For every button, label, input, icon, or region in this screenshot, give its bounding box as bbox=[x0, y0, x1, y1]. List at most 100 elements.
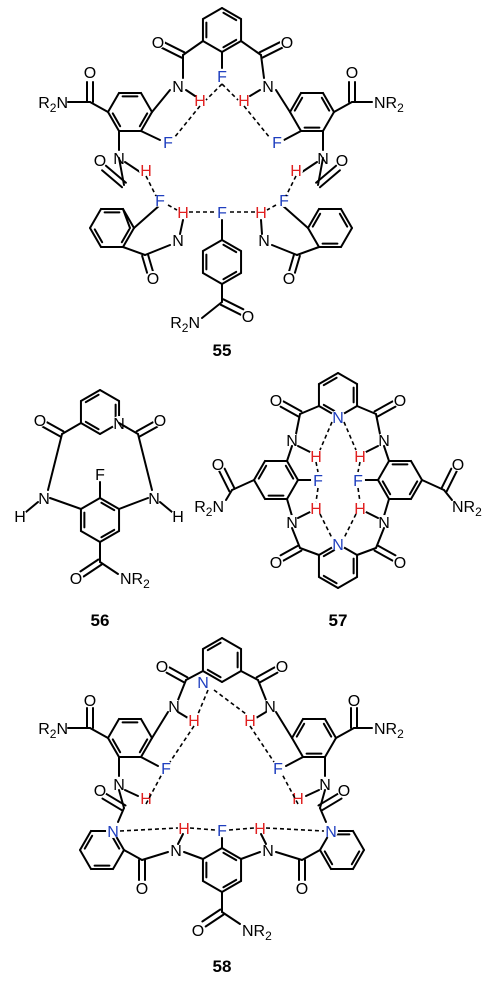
atom-mask bbox=[285, 433, 299, 447]
bond bbox=[377, 459, 390, 481]
bond bbox=[299, 547, 320, 556]
bond bbox=[317, 372, 339, 385]
bond bbox=[84, 393, 100, 404]
bond bbox=[231, 479, 255, 491]
atom-label: O bbox=[270, 393, 282, 410]
atom-mask bbox=[253, 821, 267, 835]
atom-label: N bbox=[38, 491, 50, 508]
atom-label: O bbox=[154, 413, 166, 430]
atom-label: O bbox=[242, 309, 254, 326]
bond bbox=[322, 574, 338, 585]
bond bbox=[201, 880, 223, 893]
bond bbox=[221, 7, 243, 20]
bond bbox=[124, 161, 141, 173]
bond bbox=[201, 272, 223, 285]
atom-mask bbox=[177, 821, 191, 835]
bond bbox=[293, 254, 301, 274]
hydrogen-bond bbox=[213, 689, 247, 715]
atom-label: H bbox=[172, 509, 184, 526]
atom-label: F bbox=[313, 473, 323, 490]
atom-label: N bbox=[113, 416, 125, 433]
bond bbox=[286, 445, 293, 462]
bond bbox=[159, 501, 173, 513]
bond bbox=[365, 445, 379, 453]
bond bbox=[271, 244, 298, 256]
bond bbox=[289, 111, 302, 133]
compound-56-label: 56 bbox=[91, 611, 110, 630]
bond bbox=[201, 670, 223, 683]
bond bbox=[301, 161, 318, 173]
atom-mask bbox=[13, 509, 27, 523]
bond bbox=[107, 717, 120, 739]
atom-label: N bbox=[378, 433, 390, 450]
atom-label: O bbox=[192, 923, 204, 940]
bond bbox=[319, 849, 332, 871]
bond bbox=[286, 479, 299, 501]
hydrogen-bond bbox=[315, 487, 319, 503]
bond bbox=[99, 561, 119, 575]
bond bbox=[253, 459, 266, 481]
bond bbox=[323, 850, 334, 866]
atom-mask bbox=[353, 449, 367, 463]
atom-label: N bbox=[332, 537, 344, 554]
bond bbox=[120, 228, 131, 244]
bond bbox=[146, 253, 154, 273]
bond bbox=[255, 666, 276, 679]
bond bbox=[260, 54, 265, 79]
bond bbox=[177, 679, 187, 701]
atom-label: F bbox=[217, 69, 227, 86]
bond bbox=[100, 501, 116, 512]
atom-label: O bbox=[296, 881, 308, 898]
bond bbox=[89, 207, 102, 229]
bond bbox=[222, 243, 238, 254]
hydrogen-bond bbox=[281, 773, 299, 805]
atom-mask bbox=[146, 271, 160, 285]
atom-label: N bbox=[319, 777, 331, 794]
bond bbox=[151, 711, 169, 739]
bond bbox=[260, 219, 263, 235]
compound-55-label: 55 bbox=[213, 341, 232, 360]
bond bbox=[141, 254, 149, 274]
bond bbox=[317, 576, 339, 589]
atom-mask bbox=[37, 491, 51, 505]
atom-mask bbox=[93, 153, 107, 167]
atom-mask bbox=[191, 923, 205, 937]
bond bbox=[104, 164, 127, 184]
atom-label: H bbox=[292, 791, 304, 808]
bond bbox=[337, 372, 359, 385]
bond bbox=[322, 722, 333, 738]
atom-mask bbox=[171, 233, 185, 247]
bond bbox=[165, 671, 186, 684]
atom-label: H bbox=[255, 205, 267, 222]
bond bbox=[25, 501, 39, 513]
bond bbox=[297, 511, 311, 519]
atom-label: F bbox=[273, 761, 283, 778]
atom-label: F bbox=[217, 205, 227, 222]
bond bbox=[179, 219, 184, 235]
bond bbox=[375, 413, 381, 435]
atom-mask bbox=[215, 823, 229, 837]
bond bbox=[373, 400, 394, 413]
atom-mask bbox=[176, 205, 190, 219]
bond bbox=[275, 711, 293, 739]
hydrogen-bond bbox=[315, 461, 319, 473]
atom-mask bbox=[159, 761, 173, 775]
atom-label: F bbox=[279, 193, 289, 210]
atom-mask bbox=[83, 65, 97, 79]
atom-label: O bbox=[348, 693, 360, 710]
bond bbox=[376, 544, 397, 557]
bond bbox=[222, 270, 238, 281]
bond bbox=[82, 563, 103, 578]
atom-mask bbox=[393, 555, 407, 569]
bond bbox=[324, 737, 337, 759]
bond bbox=[257, 679, 267, 701]
atom-label: H bbox=[310, 501, 322, 518]
atom-label: O bbox=[394, 393, 406, 410]
atom-mask bbox=[139, 791, 153, 805]
atom-mask bbox=[193, 93, 207, 107]
bond bbox=[221, 880, 243, 893]
atom-mask bbox=[171, 509, 185, 523]
bond bbox=[137, 433, 153, 491]
compound-57-label: 57 bbox=[329, 611, 348, 630]
